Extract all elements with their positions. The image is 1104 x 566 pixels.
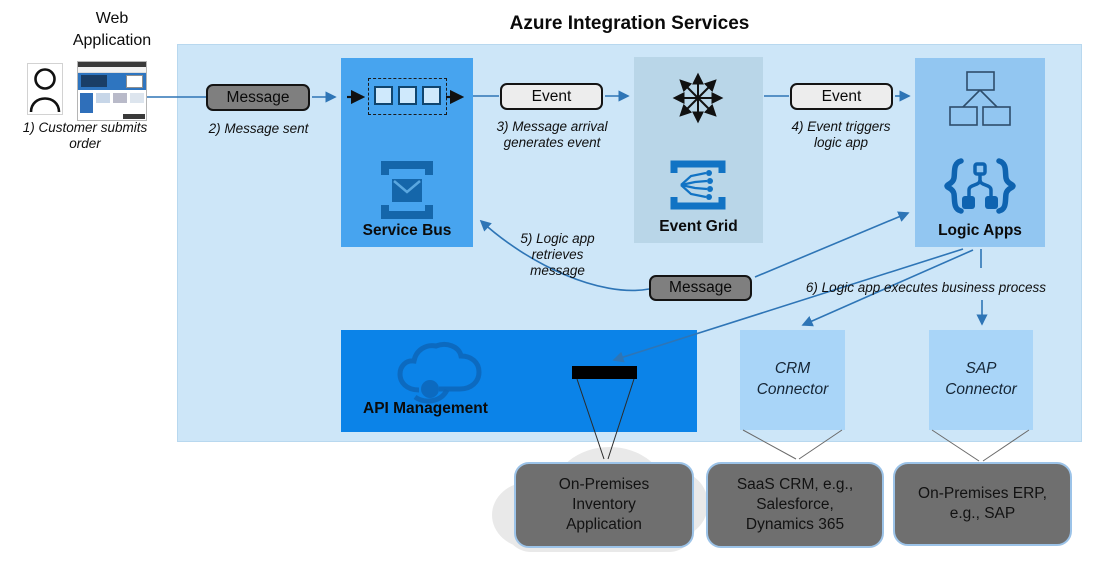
logic-apps-node: Logic Apps [915, 58, 1045, 247]
step1-label: 1) Customer submits order [22, 120, 148, 152]
step4-label: 4) Event triggers logic app [791, 119, 891, 151]
thumb-dialog [126, 75, 143, 88]
api-management-cloud-icon [393, 338, 487, 409]
diagram-title: Azure Integration Services [509, 13, 750, 34]
queue-item [398, 86, 417, 105]
message-badge-2: Message [649, 275, 752, 301]
thumb-footer [123, 114, 145, 119]
api-management-label: API Management [363, 400, 488, 417]
onprem-erp-box: On-Premises ERP, e.g., SAP [893, 462, 1072, 546]
funnel-connector [572, 366, 637, 379]
api-management-node: API Management [341, 330, 697, 432]
event-fanout-arrows-icon [669, 69, 727, 132]
message-badge-1: Message [206, 84, 310, 111]
step6-label: 6) Logic app executes business process [805, 280, 1047, 295]
workflow-tree-icon [945, 70, 1015, 133]
web-page-thumbnail [77, 61, 147, 121]
event-badge-1: Event [500, 83, 603, 110]
onprem-inventory-box: On-Premises Inventory Application [514, 462, 694, 548]
step2-label: 2) Message sent [208, 121, 309, 136]
thumb-side-tile [80, 93, 93, 113]
thumb-navbar [78, 67, 146, 73]
step5-label: 5) Logic app retrieves message [520, 231, 595, 279]
thumb-product-2 [113, 93, 127, 103]
logic-apps-logo [936, 158, 1024, 219]
sap-connector-node: SAP Connector [929, 330, 1033, 430]
message-queue-icon [368, 78, 447, 115]
crm-connector-node: CRM Connector [740, 330, 845, 430]
thumb-hero-image [81, 75, 107, 87]
thumb-product-3 [130, 93, 144, 103]
logic-apps-label: Logic Apps [938, 222, 1022, 239]
thumb-titlebar [78, 62, 146, 67]
service-bus-node: Service Bus [341, 58, 473, 247]
saas-crm-box: SaaS CRM, e.g., Salesforce, Dynamics 365 [706, 462, 884, 548]
step3-label: 3) Message arrival generates event [496, 119, 608, 151]
thumb-hero-banner [78, 73, 146, 90]
service-bus-logo [378, 159, 436, 226]
event-badge-2: Event [790, 83, 893, 110]
thumb-product-1 [96, 93, 110, 103]
event-grid-node: Event Grid [634, 57, 763, 243]
web-application-label: Web Application [72, 10, 152, 49]
queue-item [422, 86, 441, 105]
person-icon [27, 63, 63, 115]
event-grid-logo [667, 157, 729, 218]
service-bus-label: Service Bus [362, 222, 452, 239]
queue-item [374, 86, 393, 105]
event-grid-label: Event Grid [659, 218, 738, 235]
